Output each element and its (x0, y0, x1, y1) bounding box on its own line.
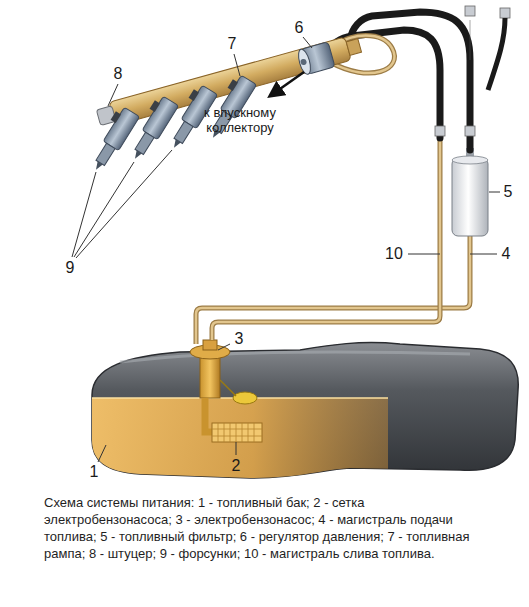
vent-hose (488, 18, 505, 90)
leader-line (98, 445, 106, 462)
callout-number: 2 (232, 457, 241, 475)
injector-tip (171, 139, 180, 149)
hose-shine (470, 20, 471, 60)
hose-clamp (465, 126, 475, 136)
regulator-cap (296, 48, 313, 76)
vacuum-port (300, 58, 307, 65)
leader-line (408, 254, 440, 255)
injector (84, 105, 140, 175)
vacuum-arrow (270, 72, 304, 96)
pressure-regulator (296, 42, 335, 76)
leader-line (76, 150, 172, 258)
leader-line (234, 54, 240, 76)
fuel-body (88, 398, 388, 483)
return-line-edge (212, 140, 440, 340)
leader-line (218, 344, 230, 350)
callout-number: 8 (114, 65, 123, 83)
supply-line (196, 236, 470, 344)
float-arm (220, 380, 236, 396)
figure-caption: Схема системы питания: 1 - топливный бак… (44, 494, 494, 562)
callout-number: 1 (90, 463, 99, 481)
supply-line-edge (196, 236, 470, 344)
filter-top (452, 156, 488, 164)
callout-number: 10 (385, 245, 403, 263)
injector-tip (132, 150, 141, 160)
pump-strainer (212, 423, 262, 442)
leader-line (108, 84, 118, 106)
return-line (212, 140, 440, 340)
leader-line (236, 442, 237, 455)
injector-plug (189, 89, 199, 101)
leader-lines (72, 37, 500, 462)
leader-line (489, 192, 500, 193)
hose-clamp (500, 8, 510, 18)
injector-plug (228, 79, 238, 91)
direction-note: к впускному коллектору (184, 106, 296, 136)
leader-line (72, 172, 96, 257)
injector-plug (111, 111, 121, 123)
injector-tip (93, 161, 102, 171)
leader-line (470, 254, 497, 255)
callout-number: 3 (235, 330, 244, 348)
leader-line (74, 162, 134, 257)
callout-number: 6 (295, 19, 304, 37)
rail-fitting (96, 106, 116, 126)
hose-clamp (465, 6, 475, 16)
callout-number: 4 (502, 245, 511, 263)
fuel-filter (452, 158, 488, 236)
pump-cap (203, 340, 217, 350)
tank-highlight (120, 352, 470, 362)
rail-outlet (346, 39, 361, 56)
hose-clamp (435, 126, 445, 136)
callout-number: 7 (228, 35, 237, 53)
injector-plug (150, 100, 160, 112)
leader-line (303, 37, 312, 48)
injector (123, 94, 179, 164)
callout-number: 5 (504, 183, 513, 201)
strainer-mesh (212, 423, 262, 442)
callout-number: 9 (66, 259, 75, 277)
fuel-float (233, 392, 257, 404)
fuel-level (88, 398, 388, 483)
